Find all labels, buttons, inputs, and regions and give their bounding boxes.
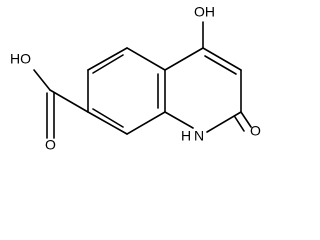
bond-c4a-c5 <box>126 47 166 71</box>
bond-c8-c8a <box>126 111 166 135</box>
bond-c5-c6 <box>87 47 128 71</box>
bond-c7-cooh <box>49 89 89 113</box>
ketone-oxygen-label: O <box>250 123 261 139</box>
structure-canvas: OH HO O N H O <box>10 4 261 153</box>
acid-carbonyl-oxygen-label: O <box>45 137 56 153</box>
acid-hydroxyl-label: HO <box>10 51 31 67</box>
bond-c7-c8-inner <box>92 108 124 128</box>
bond-n1-c8a <box>164 111 194 129</box>
bond-c2-o-second <box>234 116 245 132</box>
bond-c4-c3 <box>202 47 242 71</box>
bond-c4-c3-inner <box>204 55 237 75</box>
bond-c2-n1 <box>206 111 242 133</box>
hydroxyl-label: OH <box>194 4 215 20</box>
bond-c4a-c4 <box>164 47 204 71</box>
bond-c7-c8 <box>87 111 128 135</box>
bond-cooh-oh <box>33 69 51 91</box>
ring-nitrogen-label: N <box>194 128 204 144</box>
bond-c5-c6-inner <box>92 54 124 74</box>
ring-nitrogen-h-label: H <box>181 128 191 144</box>
bond-c2-o <box>240 111 252 128</box>
molecule-drawing: OH HO O N H O <box>10 4 261 153</box>
